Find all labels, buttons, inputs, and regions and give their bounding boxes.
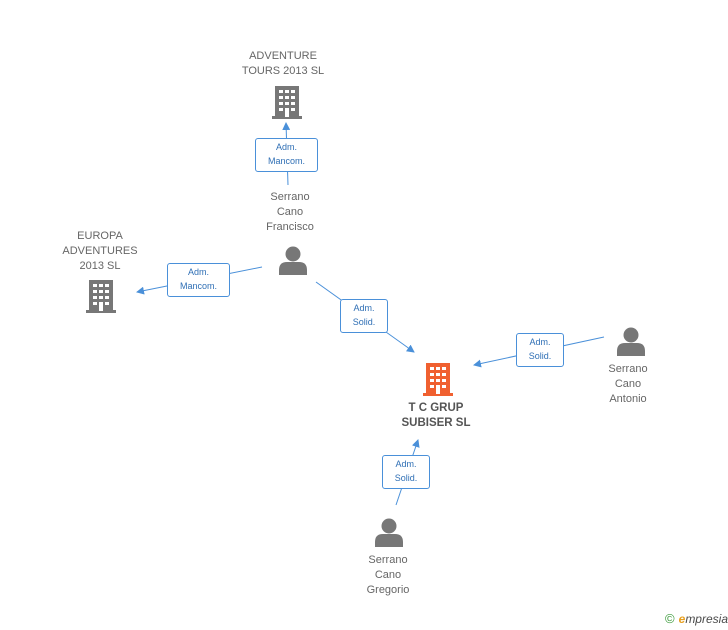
company-name-adventure-tours: ADVENTURE TOURS 2013 SL — [241, 50, 325, 77]
person-icon[interactable] — [278, 246, 308, 275]
company-name-tc-grup: T C GRUP SUBISER SL — [401, 402, 471, 429]
person-name-gregorio: Serrano Cano Gregorio — [366, 554, 410, 596]
relation-badge-adm-mancom[interactable]: Adm. Mancom. — [167, 263, 230, 297]
relation-badge-adm-solid[interactable]: Adm. Solid. — [516, 333, 564, 367]
person-icon[interactable] — [616, 327, 646, 356]
relation-badge-adm-solid[interactable]: Adm. Solid. — [382, 455, 430, 489]
empresia-logo: empresia — [678, 611, 728, 626]
relation-badge-adm-mancom[interactable]: Adm. Mancom. — [255, 138, 318, 172]
building-icon[interactable] — [272, 85, 302, 119]
building-icon[interactable] — [86, 279, 116, 313]
building-icon[interactable] — [423, 362, 453, 396]
copyright-symbol: © — [665, 611, 675, 626]
person-name-antonio: Serrano Cano Antonio — [608, 363, 648, 405]
person-name-francisco: Serrano Cano Francisco — [266, 191, 314, 233]
person-icon[interactable] — [374, 518, 404, 547]
company-name-europa-adventures: EUROPA ADVENTURES 2013 SL — [62, 230, 138, 272]
relation-badge-adm-solid[interactable]: Adm. Solid. — [340, 299, 388, 333]
empresia-watermark: © empresia — [665, 611, 728, 626]
